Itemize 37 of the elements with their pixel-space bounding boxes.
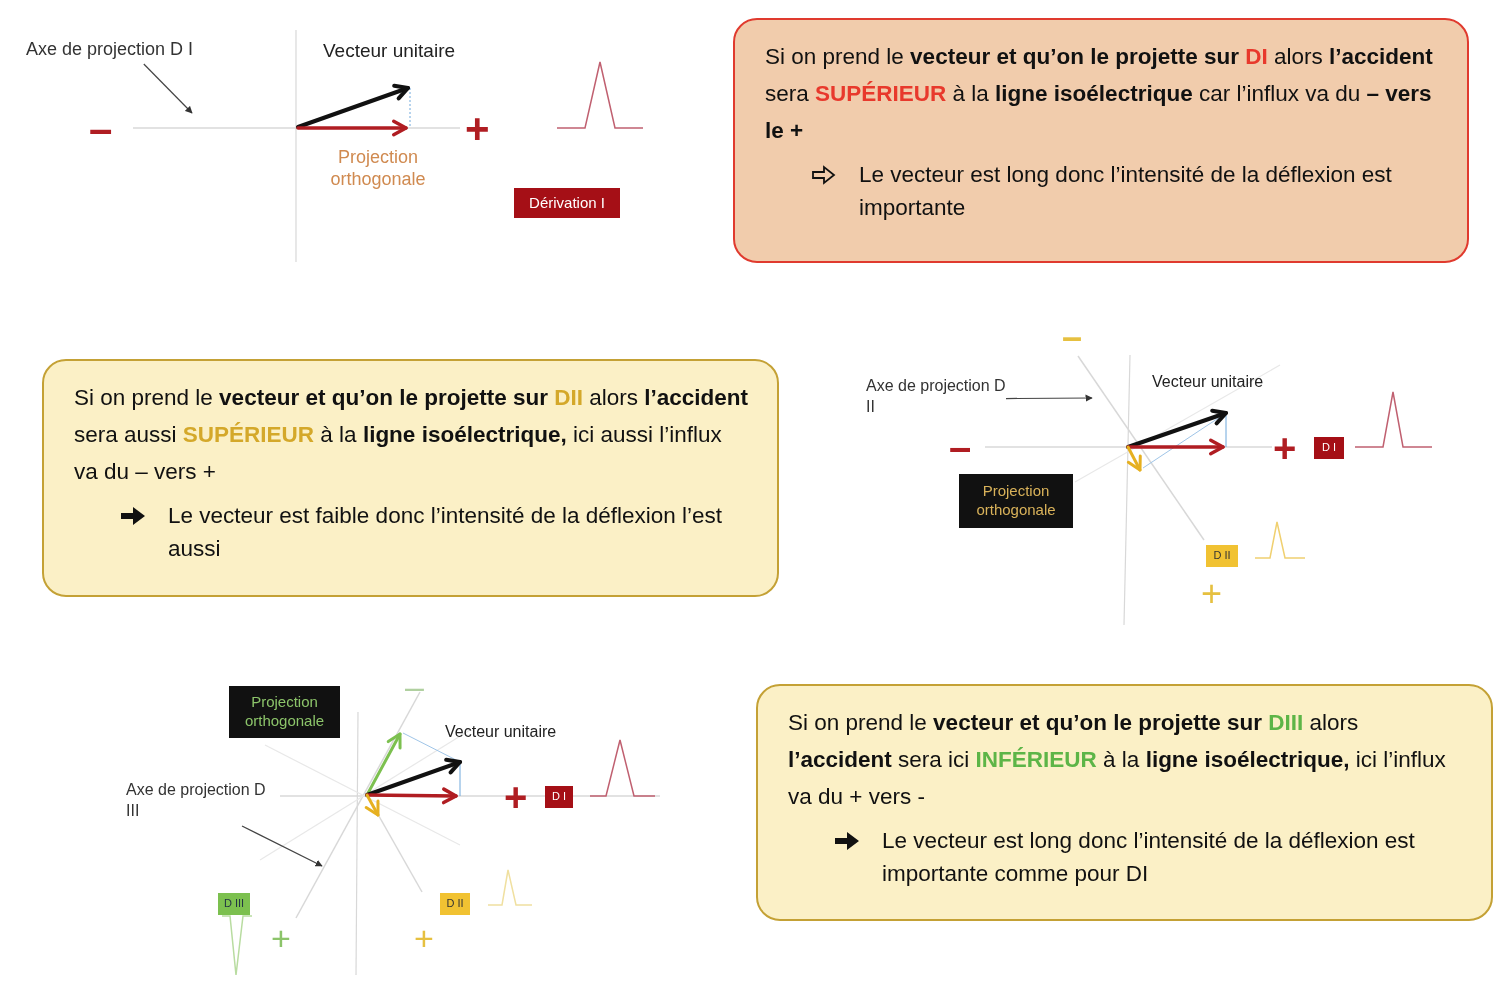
conclusion-text: Le vecteur est long donc l’intensité de la déflexion est importante comme pour DI xyxy=(882,827,1416,888)
axis-caption: Axe de projection D III xyxy=(126,780,266,826)
minus-sign: – xyxy=(1062,315,1083,359)
lead-label: D II xyxy=(440,893,470,915)
conclusion-text: Le vecteur est long donc l’intensité de la déflexion est importante xyxy=(859,161,1393,222)
minus-sign: – xyxy=(405,666,424,707)
lead-label: D I xyxy=(1314,437,1344,459)
leader-arrow xyxy=(143,63,193,114)
plus-sign: + xyxy=(271,918,291,959)
vector-caption: Vecteur unitaire xyxy=(1152,372,1264,392)
plus-sign: + xyxy=(504,774,528,821)
plus-sign: + xyxy=(465,104,490,154)
leader-arrow xyxy=(1005,394,1093,402)
vector-caption: Vecteur unitaire xyxy=(445,722,557,742)
vector-caption: Vecteur unitaire xyxy=(323,40,456,63)
plus-sign: + xyxy=(414,918,434,959)
plus-sign: + xyxy=(1201,572,1223,616)
caption-box: Dérivation I xyxy=(514,188,620,218)
minus-sign: – xyxy=(949,424,972,471)
leader-arrow xyxy=(241,825,323,867)
plus-sign: + xyxy=(1273,425,1297,472)
caption-box: Projection orthogonale xyxy=(229,686,340,738)
minus-sign: – xyxy=(89,104,113,154)
explanation-text: Si on prend le vecteur et qu’on le projette sur DIII alors l’accident sera ici INFÉRIEUR à la ligne isoélectrique, ici l’influx va du + vers - xyxy=(788,709,1447,812)
lead-label: D II xyxy=(1206,545,1238,567)
axis-caption: Axe de projection D I xyxy=(26,38,236,64)
projection-caption: Projection orthogonale xyxy=(329,147,427,191)
lead-label: D I xyxy=(545,786,573,808)
axis-caption: Axe de projection D II xyxy=(866,376,1006,422)
explanation-card xyxy=(733,18,1469,263)
lead-label: D III xyxy=(218,893,250,915)
explanation-card xyxy=(756,684,1493,921)
conclusion-text: Le vecteur est faible donc l’intensité de la déflexion l’est aussi xyxy=(168,502,724,563)
explanation-card xyxy=(42,359,779,597)
explanation-text: Si on prend le vecteur et qu’on le projette sur DI alors l’accident sera SUPÉRIEUR à la ligne isoélectrique car l’influx va du – vers le + xyxy=(765,43,1434,146)
explanation-text: Si on prend le vecteur et qu’on le projette sur DII alors l’accident sera aussi SUPÉRIEUR à la ligne isoélectrique, ici aussi l’influx va du – vers + xyxy=(74,384,750,487)
caption-box: Projection orthogonale xyxy=(959,474,1073,528)
